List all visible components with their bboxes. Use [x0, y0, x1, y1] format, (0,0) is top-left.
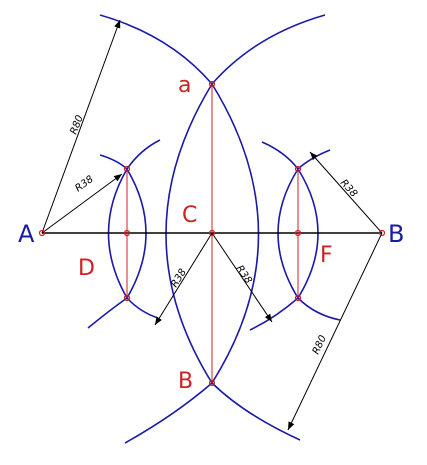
small-arc-right-top-a: [261, 141, 299, 170]
dim-text-r38-center-left: R38: [169, 267, 189, 290]
point-left-top: [123, 165, 131, 173]
point-right-bottom: [294, 294, 302, 302]
label-D: D: [78, 256, 95, 281]
small-arc-left-bot-a: [87, 297, 128, 329]
label-b: B: [178, 369, 193, 394]
point-F: [294, 229, 302, 237]
large-arc-right-lens: [211, 83, 260, 384]
dim-text-r38-right: R38: [338, 178, 359, 200]
dim-line-r38-right: [309, 151, 383, 234]
small-arc-left-top-a: [99, 154, 128, 170]
small-arc-left-top-b: [126, 139, 161, 170]
dim-line-r80-lower: [287, 232, 383, 431]
small-arc-right-bot-a: [249, 297, 299, 331]
large-arc-top-from-A: [211, 14, 326, 85]
large-arc-bottom-left: [124, 382, 213, 444]
point-left-bottom: [123, 294, 131, 302]
large-arc-bottom-right: [211, 382, 301, 441]
dim-line-r38-center-right: [211, 232, 273, 323]
small-arc-right-bot-b: [297, 297, 341, 321]
label-C: C: [182, 203, 197, 228]
label-a: a: [178, 73, 191, 98]
dim-text-r38-center-right: R38: [234, 264, 254, 286]
point-b: [208, 379, 216, 387]
point-D: [123, 229, 131, 237]
point-A: [38, 229, 46, 237]
dim-line-r80-upper: [41, 19, 121, 234]
label-F: F: [320, 243, 333, 268]
large-arc-top-from-B: [99, 14, 213, 85]
dim-text-r38-left: R38: [73, 174, 95, 194]
point-right-top: [294, 165, 302, 173]
label-A: A: [18, 220, 35, 248]
small-arc-left-bot-b: [126, 297, 159, 319]
dim-text-r80-lower: R80: [311, 334, 329, 356]
large-arc-left-lens: [165, 83, 213, 384]
label-B: B: [388, 220, 404, 248]
small-arc-right-top-b: [297, 149, 331, 170]
point-B: [378, 229, 386, 237]
dim-line-r38-center-left: [154, 232, 213, 326]
dim-line-r38-left: [41, 173, 123, 234]
point-a: [208, 80, 216, 88]
point-C: [208, 229, 216, 237]
dim-text-r80-upper: R80: [69, 114, 86, 136]
